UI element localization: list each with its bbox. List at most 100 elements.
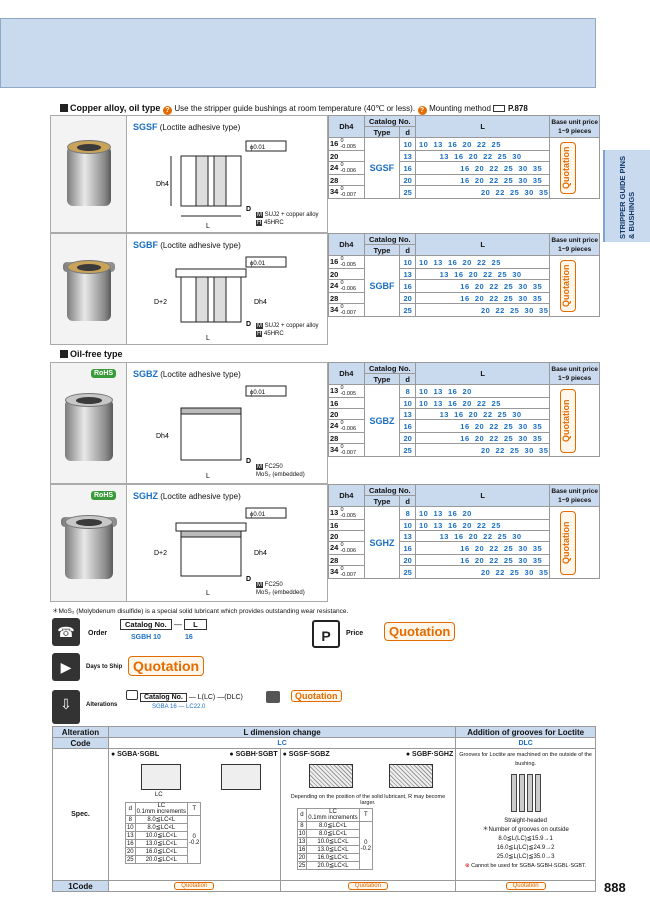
hdr-L: L [414,115,551,138]
dim-dplus2: D+2 [154,299,167,306]
hdr-d: d [399,244,416,256]
page-number: 888 [604,880,626,895]
bushing-image [65,393,113,461]
dim-l: L [206,473,210,480]
hdr-dh4: Dh4 [328,484,365,507]
dim-d: D [246,321,251,328]
dim-l: L [206,590,210,597]
bushing-image [67,260,111,321]
product-code: SGBZ [133,369,159,379]
square-bullet-icon [60,350,68,358]
product-code: SGSF [133,122,158,132]
order-format: Catalog No. — L [120,619,207,630]
hdr-type: Type [363,373,401,385]
groove-diagram [458,769,593,817]
table-row: 20 13 13 16 20 22 25 30 [328,150,600,162]
dim-dh4: Dh4 [156,181,169,188]
table-row: 20 13 13 16 20 22 25 30 [328,530,600,542]
side-category-tab[interactable]: STRIPPER GUIDE PINS & BUSHINGS [603,150,650,242]
lc-diagram-r [283,758,454,794]
concentricity-label: ϕ0.01 [250,512,266,518]
technical-drawing: D+2 Dh4 D L ϕ0.01 [154,507,287,597]
bushing-image [67,140,111,206]
quotation-badge[interactable]: Quotation [560,260,577,312]
dim-d: D [246,576,251,583]
product-photo: RoHS [51,485,127,601]
caution-icon: ? [162,106,172,115]
book-icon [493,105,506,112]
dim-l: L [206,335,210,342]
order-phone-icon: ☎ [52,618,80,646]
header-band [0,18,596,88]
truck-icon [266,691,280,703]
quotation-badge[interactable]: Quotation [560,389,577,453]
dim-dh4: Dh4 [156,433,169,440]
hdr-d: d [399,126,416,138]
hdr-dh4: Dh4 [328,115,365,138]
technical-drawing: Dh4 D L ϕ0.01 [156,385,287,480]
square-bullet-icon [60,104,68,112]
rohs-badge: RoHS [91,369,117,378]
dim-dplus2: D+2 [154,550,167,557]
type-code: SGSF [363,137,401,199]
days-quotation[interactable]: Quotation [128,656,205,676]
concentricity-label: ϕ0.01 [250,390,266,396]
product-panel-sgsf: SGSF (Loctite adhesive type) Dh4 D L ϕ0.… [50,115,328,233]
hdr-catalog: Catalog No. [363,362,416,374]
hdr-catalog: Catalog No. [363,233,416,245]
price-quotation[interactable]: Quotation [384,622,456,641]
quotation-badge[interactable]: Quotation [560,511,577,575]
truck-icon: ▶ [52,653,80,681]
type-code: SGHZ [363,506,401,579]
product-panel-sgbf: SGBF (Loctite adhesive type) D+2 Dh4 D L… [50,233,328,345]
type-code: SGBZ [363,384,401,457]
hdr-L: L [414,362,551,385]
page-ref-link[interactable]: P.878 [507,104,528,113]
hdr-type: Type [363,244,401,256]
hdr-dh4: Dh4 [328,362,365,385]
hdr-L: L [414,233,551,256]
rohs-badge: RoHS [91,491,117,500]
hdr-d: d [399,373,416,385]
header-tab-gap [596,0,650,95]
hdr-catalog: Catalog No. [363,484,416,496]
product-code: SGHZ [133,491,159,501]
alteration-quotation[interactable]: Quotation [291,690,342,702]
mos2-footnote: ＊MoS₂ (Molybdenum disulfide) is a specia… [52,608,349,615]
side-tab-label: STRIPPER GUIDE PINS & BUSHINGS [618,156,636,239]
dim-dh4: Dh4 [254,299,267,306]
type-code: SGBF [363,255,401,317]
phone-icon [126,690,138,700]
product-panel-sgbz: RoHS SGBZ (Loctite adhesive type) Dh4 D … [50,362,328,484]
concentricity-label: ϕ0.01 [250,145,266,151]
product-panel-sghz: RoHS SGHZ (Loctite adhesive type) D+2 Dh… [50,484,328,602]
technical-drawing: Dh4 D L ϕ0.01 [156,140,287,230]
hdr-catalog: Catalog No. [363,115,416,127]
quotation-badge[interactable]: Quotation [560,142,577,194]
alteration-format: Catalog No. — L(LC) —(DLC) [126,690,243,702]
alterations-drill-icon: ⇩ [52,690,80,724]
hdr-L: L [414,484,551,507]
